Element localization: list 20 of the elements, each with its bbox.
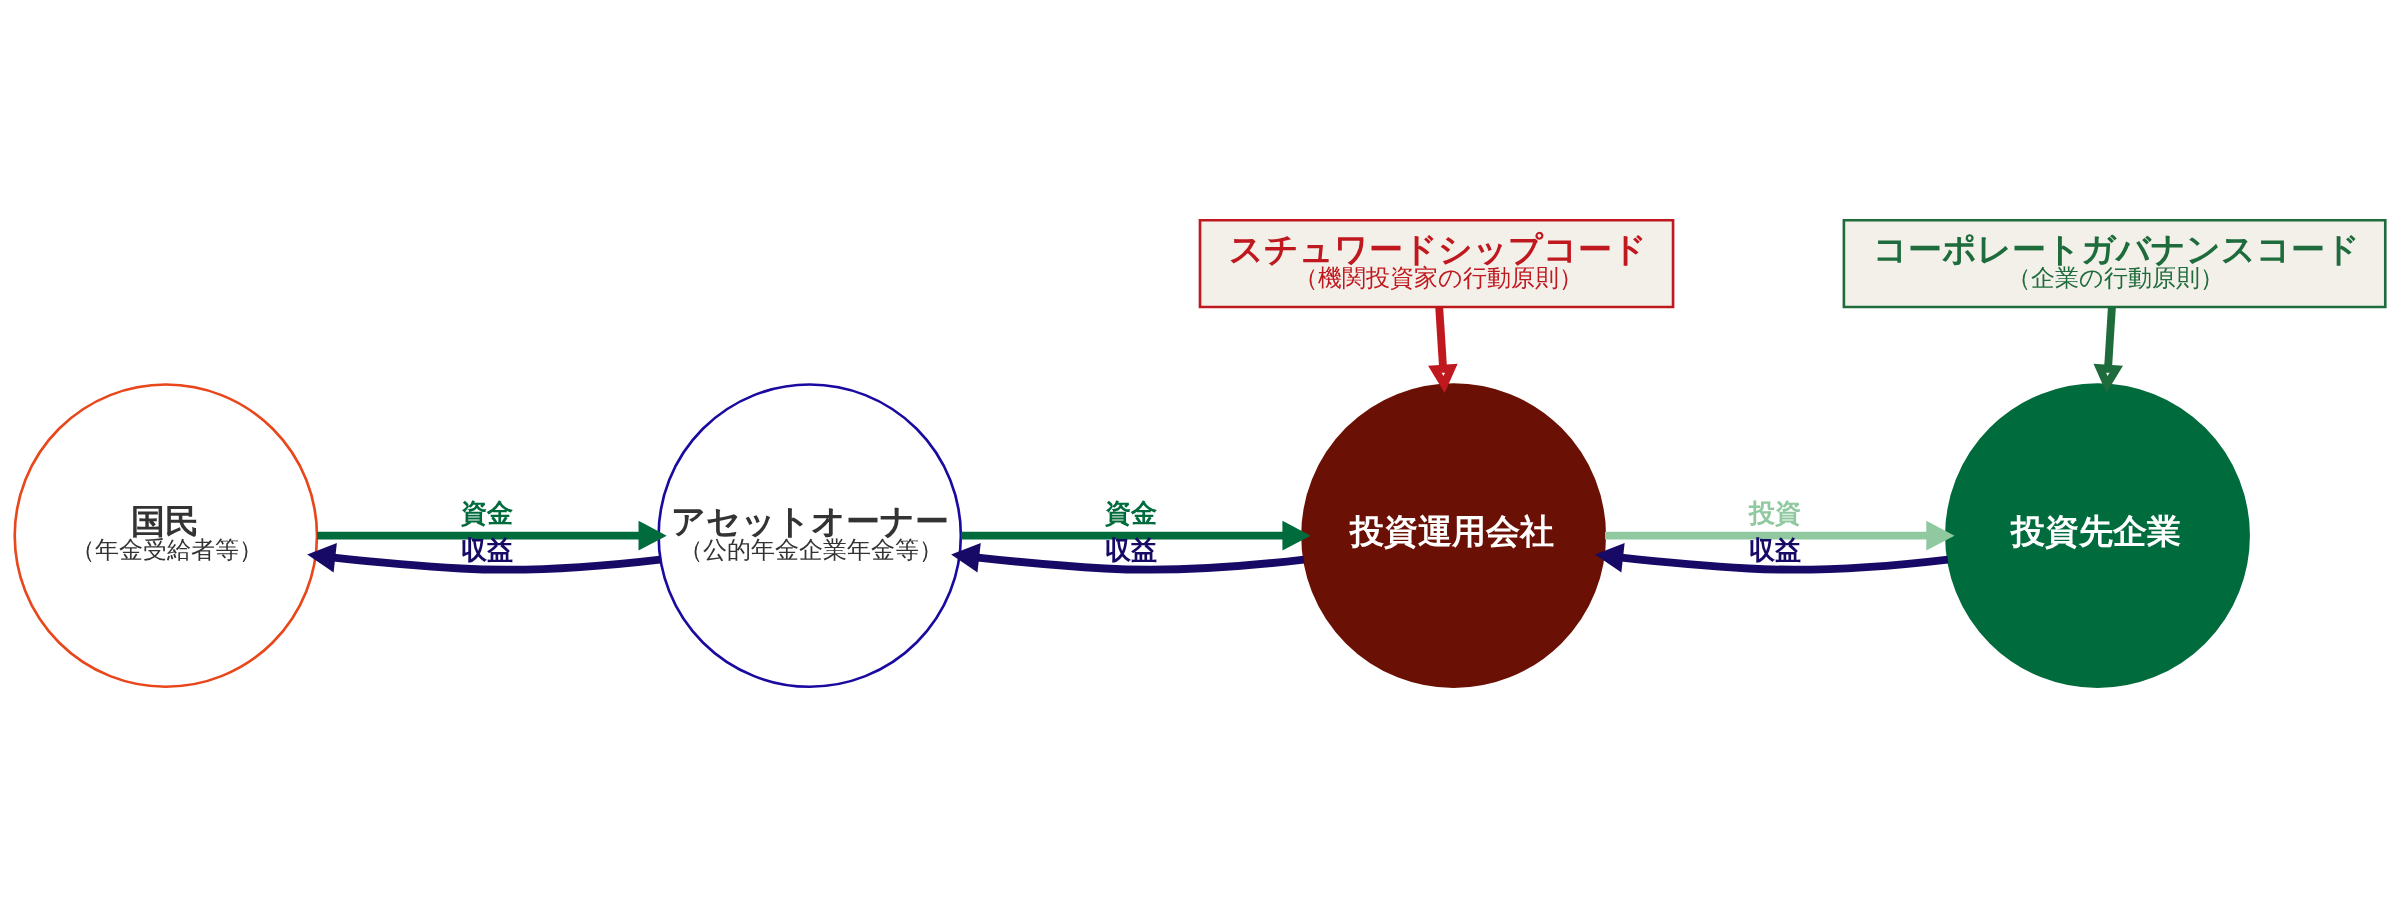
node-circle: 国民 （年金受給者等） (13, 382, 319, 688)
arrow (307, 542, 661, 574)
edge-label: 収益 (460, 534, 513, 565)
arrow (951, 542, 1305, 574)
edge-label: 収益 (1104, 534, 1157, 565)
arrow (1605, 520, 1955, 550)
arrow (1595, 542, 1949, 574)
edge-label: 資金 (1104, 497, 1157, 528)
node-circle: 投資先企業 (1945, 382, 2250, 688)
edge-label: 投資 (1748, 497, 1801, 528)
node-box: コーポレートガバナンスコード （企業の行動原則） (1842, 218, 2387, 308)
arrow (961, 520, 1311, 550)
arrow (2093, 306, 2123, 393)
edge-label: 資金 (460, 497, 513, 528)
node-box: スチュワードシップコード （機関投資家の行動原則） (1198, 218, 1675, 308)
edge-label: 収益 (1748, 534, 1801, 565)
node-circle: 投資運用会社 (1301, 382, 1607, 688)
node-circle: アセットオーナー （公的年金企業年金等） (657, 382, 963, 688)
arrow (317, 520, 667, 550)
arrow (1428, 306, 1458, 393)
